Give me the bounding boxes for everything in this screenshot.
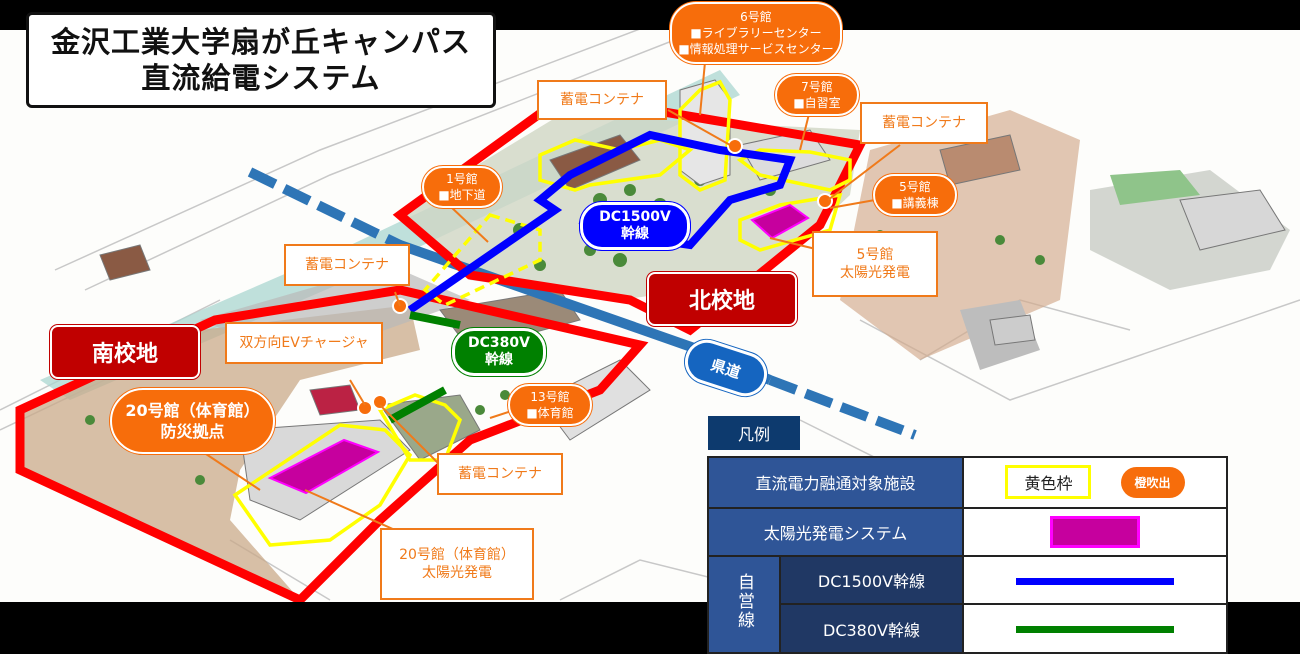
bubble-building-6: 6号館 ■ライブラリーセンター ■情報処理サービスセンター: [670, 2, 842, 64]
dc380-trunk-line: [388, 311, 461, 424]
bubble-building-13-name: 13号館: [530, 390, 570, 404]
callout-ev-charger: 双方向EVチャージャ: [225, 322, 383, 364]
bubble-building-5-name: 5号館: [899, 180, 931, 194]
dc1500-trunk-label-line2: 幹線: [621, 226, 649, 242]
callout-solar-bldg20-line2: 太陽光発電: [422, 565, 492, 581]
legend-dc380-sample: [962, 603, 1228, 654]
campus-label-south: 南校地: [50, 325, 200, 379]
dc380-trunk-label: DC380V 幹線: [452, 328, 546, 376]
callout-solar-bldg5: 5号館 太陽光発電: [812, 231, 938, 297]
title-box: 金沢工業大学扇が丘キャンパス 直流給電システム: [26, 12, 496, 108]
bottom-black-bar: [0, 602, 708, 654]
leader-lines: [199, 61, 901, 531]
bubble-building-7: 7号館 ■自習室: [775, 74, 859, 116]
callout-storage-south: 蓄電コンテナ: [437, 453, 563, 495]
callout-storage-north-right: 蓄電コンテナ: [860, 102, 988, 144]
callout-ev-charger-text: 双方向EVチャージャ: [239, 335, 369, 351]
legend-self-line-group: 自営線: [707, 554, 781, 654]
solar-array-bldg20: [267, 438, 381, 495]
dc1500-trunk-label-line1: DC1500V: [599, 209, 671, 225]
bubble-building-5: 5号館 ■講義棟: [873, 174, 957, 216]
bubble-building-13: 13号館 ■体育館: [508, 384, 592, 426]
campus-label-north-text: 北校地: [688, 289, 755, 314]
bubble-building-20-item-1: 防災拠点: [160, 422, 225, 441]
callout-solar-bldg20-line1: 20号館（体育館）: [399, 547, 515, 563]
prefectural-road-label-text: 県道: [708, 355, 743, 382]
callout-storage-north-left: 蓄電コンテナ: [537, 80, 667, 120]
legend-blue-line-swatch: [1016, 577, 1174, 585]
callout-storage-center: 蓄電コンテナ: [284, 244, 410, 286]
campus-label-north: 北校地: [647, 272, 797, 326]
legend-orange-bubble-sample: 橙吹出: [1120, 466, 1185, 498]
callout-solar-bldg20: 20号館（体育館） 太陽光発電: [380, 528, 534, 600]
title-line-2: 直流給電システム: [141, 61, 381, 95]
bubble-building-1-item-1: ■地下道: [438, 188, 486, 202]
legend-green-line-swatch: [1016, 626, 1174, 634]
legend-row-target-facility: 直流電力融通対象施設 黄色枠 橙吹出: [707, 456, 1228, 509]
title-line-1: 金沢工業大学扇が丘キャンパス: [50, 25, 471, 59]
callout-storage-south-text: 蓄電コンテナ: [458, 466, 542, 482]
bubble-building-20: 20号館（体育館） 防災拠点: [110, 388, 275, 454]
tennis-court: [1110, 170, 1200, 205]
bubble-building-7-name: 7号館: [801, 80, 833, 94]
legend-row-solar: 太陽光発電システム: [707, 506, 1228, 557]
callout-solar-bldg5-line2: 太陽光発電: [840, 265, 910, 281]
legend-target-facility-label: 直流電力融通対象施設: [707, 456, 964, 509]
legend-dc1500-label: DC1500V幹線: [779, 554, 964, 606]
dc1500-trunk-label: DC1500V 幹線: [580, 202, 690, 250]
bottom-right-black-bar: [1228, 602, 1300, 654]
legend-dc1500-sample: [962, 554, 1228, 606]
callout-solar-bldg5-line1: 5号館: [856, 247, 894, 263]
storage-markers: [357, 138, 833, 416]
legend-row-dc380: DC380V幹線: [708, 603, 1228, 654]
legend-self-line-group-text: 自営線: [734, 573, 754, 631]
bubble-building-13-item-1: ■体育館: [526, 406, 574, 420]
bubble-building-1-name: 1号館: [446, 172, 478, 186]
legend-target-facility-sample: 黄色枠 橙吹出: [962, 456, 1228, 509]
legend-magenta-swatch: [1050, 515, 1140, 548]
bubble-building-6-item-2: ■情報処理サービスセンター: [678, 42, 834, 56]
callout-storage-north-right-text: 蓄電コンテナ: [882, 115, 966, 131]
legend-dc380-label: DC380V幹線: [779, 603, 964, 654]
bubble-building-6-item-1: ■ライブラリーセンター: [690, 26, 822, 40]
bubble-building-1: 1号館 ■地下道: [422, 166, 502, 208]
legend-row-dc1500: 自営線 DC1500V幹線: [707, 554, 1228, 654]
bubble-building-5-item-1: ■講義棟: [891, 196, 939, 210]
legend-table: 直流電力融通対象施設 黄色枠 橙吹出 太陽光発電システム 自営線 DC1500V…: [707, 456, 1228, 654]
dc380-trunk-label-line1: DC380V: [468, 335, 530, 351]
legend-yellow-frame-sample: 黄色枠: [1005, 465, 1092, 500]
legend-solar-label: 太陽光発電システム: [707, 506, 964, 557]
bubble-building-6-name: 6号館: [740, 10, 772, 24]
callout-storage-north-left-text: 蓄電コンテナ: [560, 92, 644, 108]
bubble-building-20-name: 20号館（体育館）: [125, 401, 260, 420]
legend-title: 凡例: [708, 416, 800, 450]
east-buildings-ground: [840, 110, 1080, 360]
dc380-trunk-label-line2: 幹線: [485, 352, 513, 368]
legend-solar-sample: [962, 506, 1228, 557]
campus-label-south-text: 南校地: [91, 342, 158, 367]
bubble-building-7-item-1: ■自習室: [793, 96, 841, 110]
solar-array-bldg5: [750, 203, 810, 240]
callout-storage-center-text: 蓄電コンテナ: [305, 257, 389, 273]
legend-title-text: 凡例: [737, 425, 770, 444]
